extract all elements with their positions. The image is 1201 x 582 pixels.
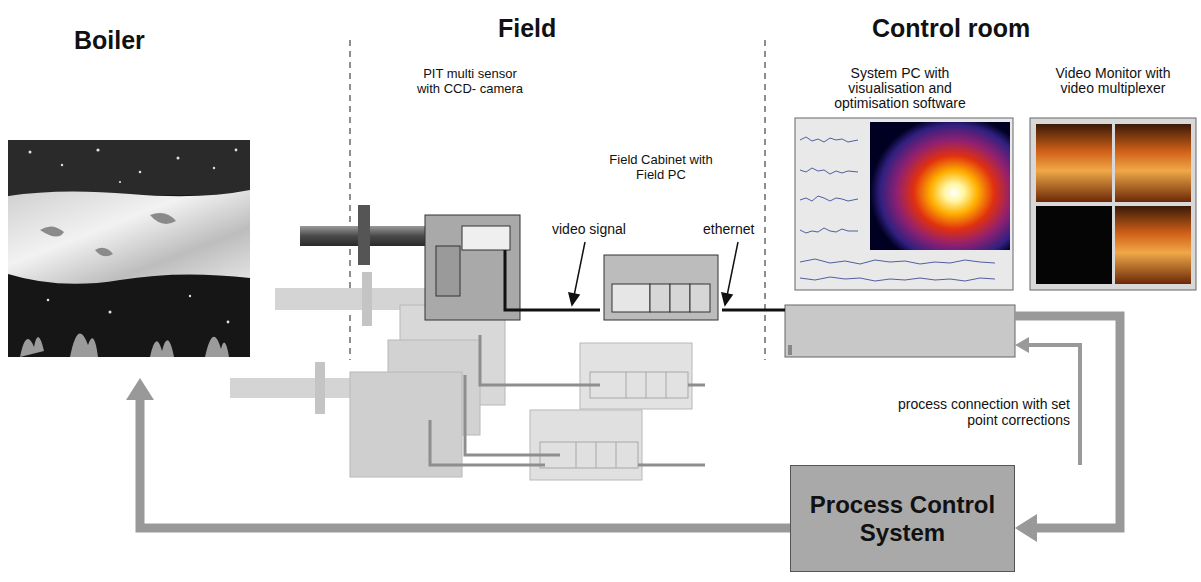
- cabinet-module: [670, 284, 690, 312]
- connector: [528, 310, 600, 311]
- ghost-modules: [626, 372, 666, 398]
- unit-caption: System PC with visualisation and optimis…: [815, 66, 985, 111]
- connector-line: [722, 309, 785, 312]
- video-tile: [1036, 124, 1112, 202]
- leader-arrows: [569, 242, 738, 305]
- sparks: [29, 148, 238, 323]
- fuel-bed: [8, 190, 250, 284]
- ghost-cabinet: [530, 410, 642, 480]
- connector-label: ethernet: [703, 221, 763, 237]
- boiler-photo: [8, 140, 250, 357]
- connector-line: [140, 398, 790, 528]
- flames: [20, 333, 229, 357]
- arrow-head: [1015, 337, 1029, 353]
- ghost-sensor: [350, 372, 462, 477]
- sensor-flange: [358, 205, 370, 265]
- system-pc-unit: System PC with visualisation and optimis…: [785, 62, 1015, 357]
- pc-foot: [788, 345, 792, 355]
- video-tile: [1115, 124, 1191, 202]
- connector-line: [528, 309, 600, 312]
- ghost-flange: [362, 272, 372, 326]
- boiler: Boiler: [8, 20, 250, 378]
- cabinet-module: [650, 284, 670, 312]
- upper-wall: [8, 140, 250, 195]
- field-cabinet: [604, 255, 718, 320]
- sensor-unit: PIT multi sensor with CCD- camera: [412, 62, 528, 320]
- ash-patches: [40, 213, 176, 256]
- video-cable: [505, 250, 528, 310]
- leader-head: [722, 293, 732, 305]
- unit-caption: PIT multi sensor with CCD- camera: [414, 66, 526, 96]
- video-tile: [1115, 206, 1191, 284]
- unit-caption: Boiler: [74, 26, 250, 55]
- unit-caption: Video Monitor with video multiplexer: [1038, 66, 1188, 96]
- visualisation-screen: [795, 118, 1013, 290]
- ghost-flange: [315, 362, 325, 414]
- video-monitor-unit: Video Monitor with video multiplexer: [1028, 62, 1198, 290]
- photo-ground: [8, 140, 250, 357]
- sensor-cylinder: [436, 246, 460, 296]
- section-divider: [764, 40, 765, 360]
- process-control-box: Process Control System: [790, 465, 1015, 572]
- cabinet-module: [612, 284, 650, 312]
- ghost-modules: [590, 372, 688, 398]
- connector: [722, 310, 785, 311]
- ccd-camera: [462, 226, 510, 250]
- pit-sensor: [300, 205, 528, 320]
- video-tile: [1036, 206, 1112, 284]
- connector-label: video signal: [552, 221, 652, 237]
- ghost-modules: [576, 442, 616, 468]
- monitor-frame: [1030, 118, 1196, 290]
- ghost-wires: [430, 335, 705, 465]
- screen-frame: [795, 118, 1013, 290]
- connector: [1015, 316, 1120, 542]
- thermal-image: [870, 122, 1010, 250]
- connector-label: process connection with set point correc…: [884, 396, 1070, 428]
- arrow-head: [1015, 514, 1037, 542]
- leader-line: [727, 242, 738, 296]
- section-heading: Field: [498, 14, 618, 43]
- section-heading: Control room: [872, 14, 1072, 43]
- system-pc-case: [785, 305, 1015, 357]
- leader-head: [569, 293, 579, 305]
- cabinet-module: [690, 284, 710, 312]
- unit-caption: Field Cabinet with Field PC: [602, 152, 720, 182]
- section-divider: [349, 40, 350, 360]
- connector: [126, 378, 790, 528]
- arrow-head: [126, 378, 154, 400]
- box-title: Process Control System: [803, 491, 1002, 547]
- ghost-cabinet: [580, 343, 692, 409]
- leader-line: [574, 242, 585, 296]
- video-monitor-screen: [1030, 118, 1196, 290]
- cabinet-housing: [604, 255, 718, 320]
